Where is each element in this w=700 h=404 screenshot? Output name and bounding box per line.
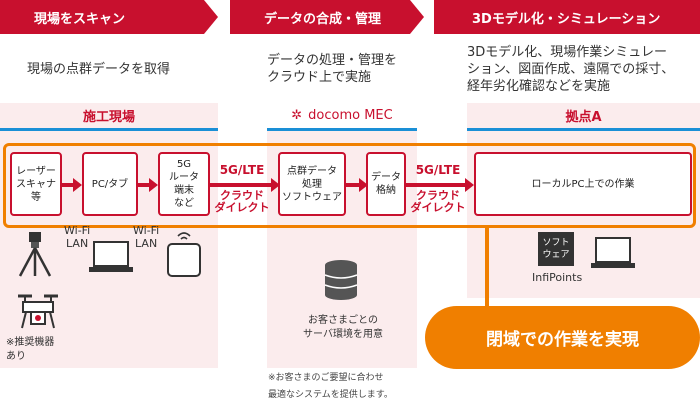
pointcloud-software-box: 点群データ 処理 ソフトウェア bbox=[278, 152, 346, 216]
connector-2-top: 5G/LTE bbox=[415, 163, 461, 177]
software-name: InfiPoints bbox=[532, 271, 583, 284]
stage-header-scan: 現場をスキャン bbox=[0, 0, 218, 34]
mec-logo-icon: ✲ bbox=[291, 108, 303, 123]
arrow-scanner-pc bbox=[62, 178, 82, 192]
stage-header-model: 3Dモデル化・シミュレーション bbox=[434, 0, 700, 34]
software-badge: ソフト ウェア bbox=[538, 232, 574, 266]
wifi-label-1: Wi-Fi LAN bbox=[64, 224, 91, 250]
stage-title: 3Dモデル化・シミュレーション bbox=[472, 11, 661, 27]
wifi-label-2: Wi-Fi LAN bbox=[133, 224, 160, 250]
drone-icon bbox=[18, 294, 58, 329]
connector-2-bottom: クラウド ダイレクト bbox=[410, 189, 466, 214]
stage-desc-model: 3Dモデル化、現場作業シミュレー ション、図面作成、遠隔での採寸、 経年劣化確認… bbox=[467, 45, 675, 94]
recommended-device-note: ※推奨機器 あり bbox=[6, 337, 55, 362]
footnote: ※お客さまのご要望に合わせ 最適なシステムを提供します。 bbox=[268, 373, 393, 400]
mec-column-title: ✲ docomo MEC bbox=[267, 103, 417, 131]
laser-scanner-box: レーザー スキャナ 等 bbox=[10, 152, 62, 216]
router-box: 5G ルータ 端末 など bbox=[158, 152, 210, 216]
connector-1-bottom: クラウド ダイレクト bbox=[214, 189, 270, 214]
arrow-pc-router bbox=[138, 178, 158, 192]
stage-desc-manage: データの処理・管理を クラウド上で実施 bbox=[267, 53, 398, 85]
connector-1-top: 5G/LTE bbox=[219, 163, 265, 177]
laptop-icon-base bbox=[591, 237, 635, 268]
arrow-router-mec bbox=[210, 178, 280, 192]
site-column-title: 施工現場 bbox=[0, 103, 218, 131]
base-column-title: 拠点A bbox=[467, 103, 700, 131]
database-icon bbox=[324, 260, 358, 300]
stage-desc-scan: 現場の点群データを取得 bbox=[27, 62, 171, 77]
router-device-icon bbox=[167, 232, 201, 277]
mec-server-note: お客さまごとの サーバ環境を用意 bbox=[303, 315, 383, 340]
arrow-storage-base bbox=[406, 178, 474, 192]
pc-tablet-box: PC/タブ bbox=[82, 152, 138, 216]
frame-to-pill-connector bbox=[485, 228, 489, 308]
stage-header-manage: データの合成・管理 bbox=[230, 0, 424, 34]
stage-title: 現場をスキャン bbox=[34, 11, 126, 27]
closed-network-pill: 閉域での作業を実現 bbox=[425, 306, 700, 369]
data-storage-box: データ 格納 bbox=[366, 152, 406, 216]
arrow-sw-storage bbox=[346, 178, 368, 192]
local-pc-box: ローカルPC上での作業 bbox=[474, 152, 692, 216]
laptop-icon bbox=[89, 241, 133, 272]
mec-column bbox=[267, 103, 417, 368]
stage-title: データの合成・管理 bbox=[264, 11, 382, 27]
tripod-scanner-icon bbox=[18, 232, 52, 277]
closed-network-frame bbox=[3, 143, 696, 228]
